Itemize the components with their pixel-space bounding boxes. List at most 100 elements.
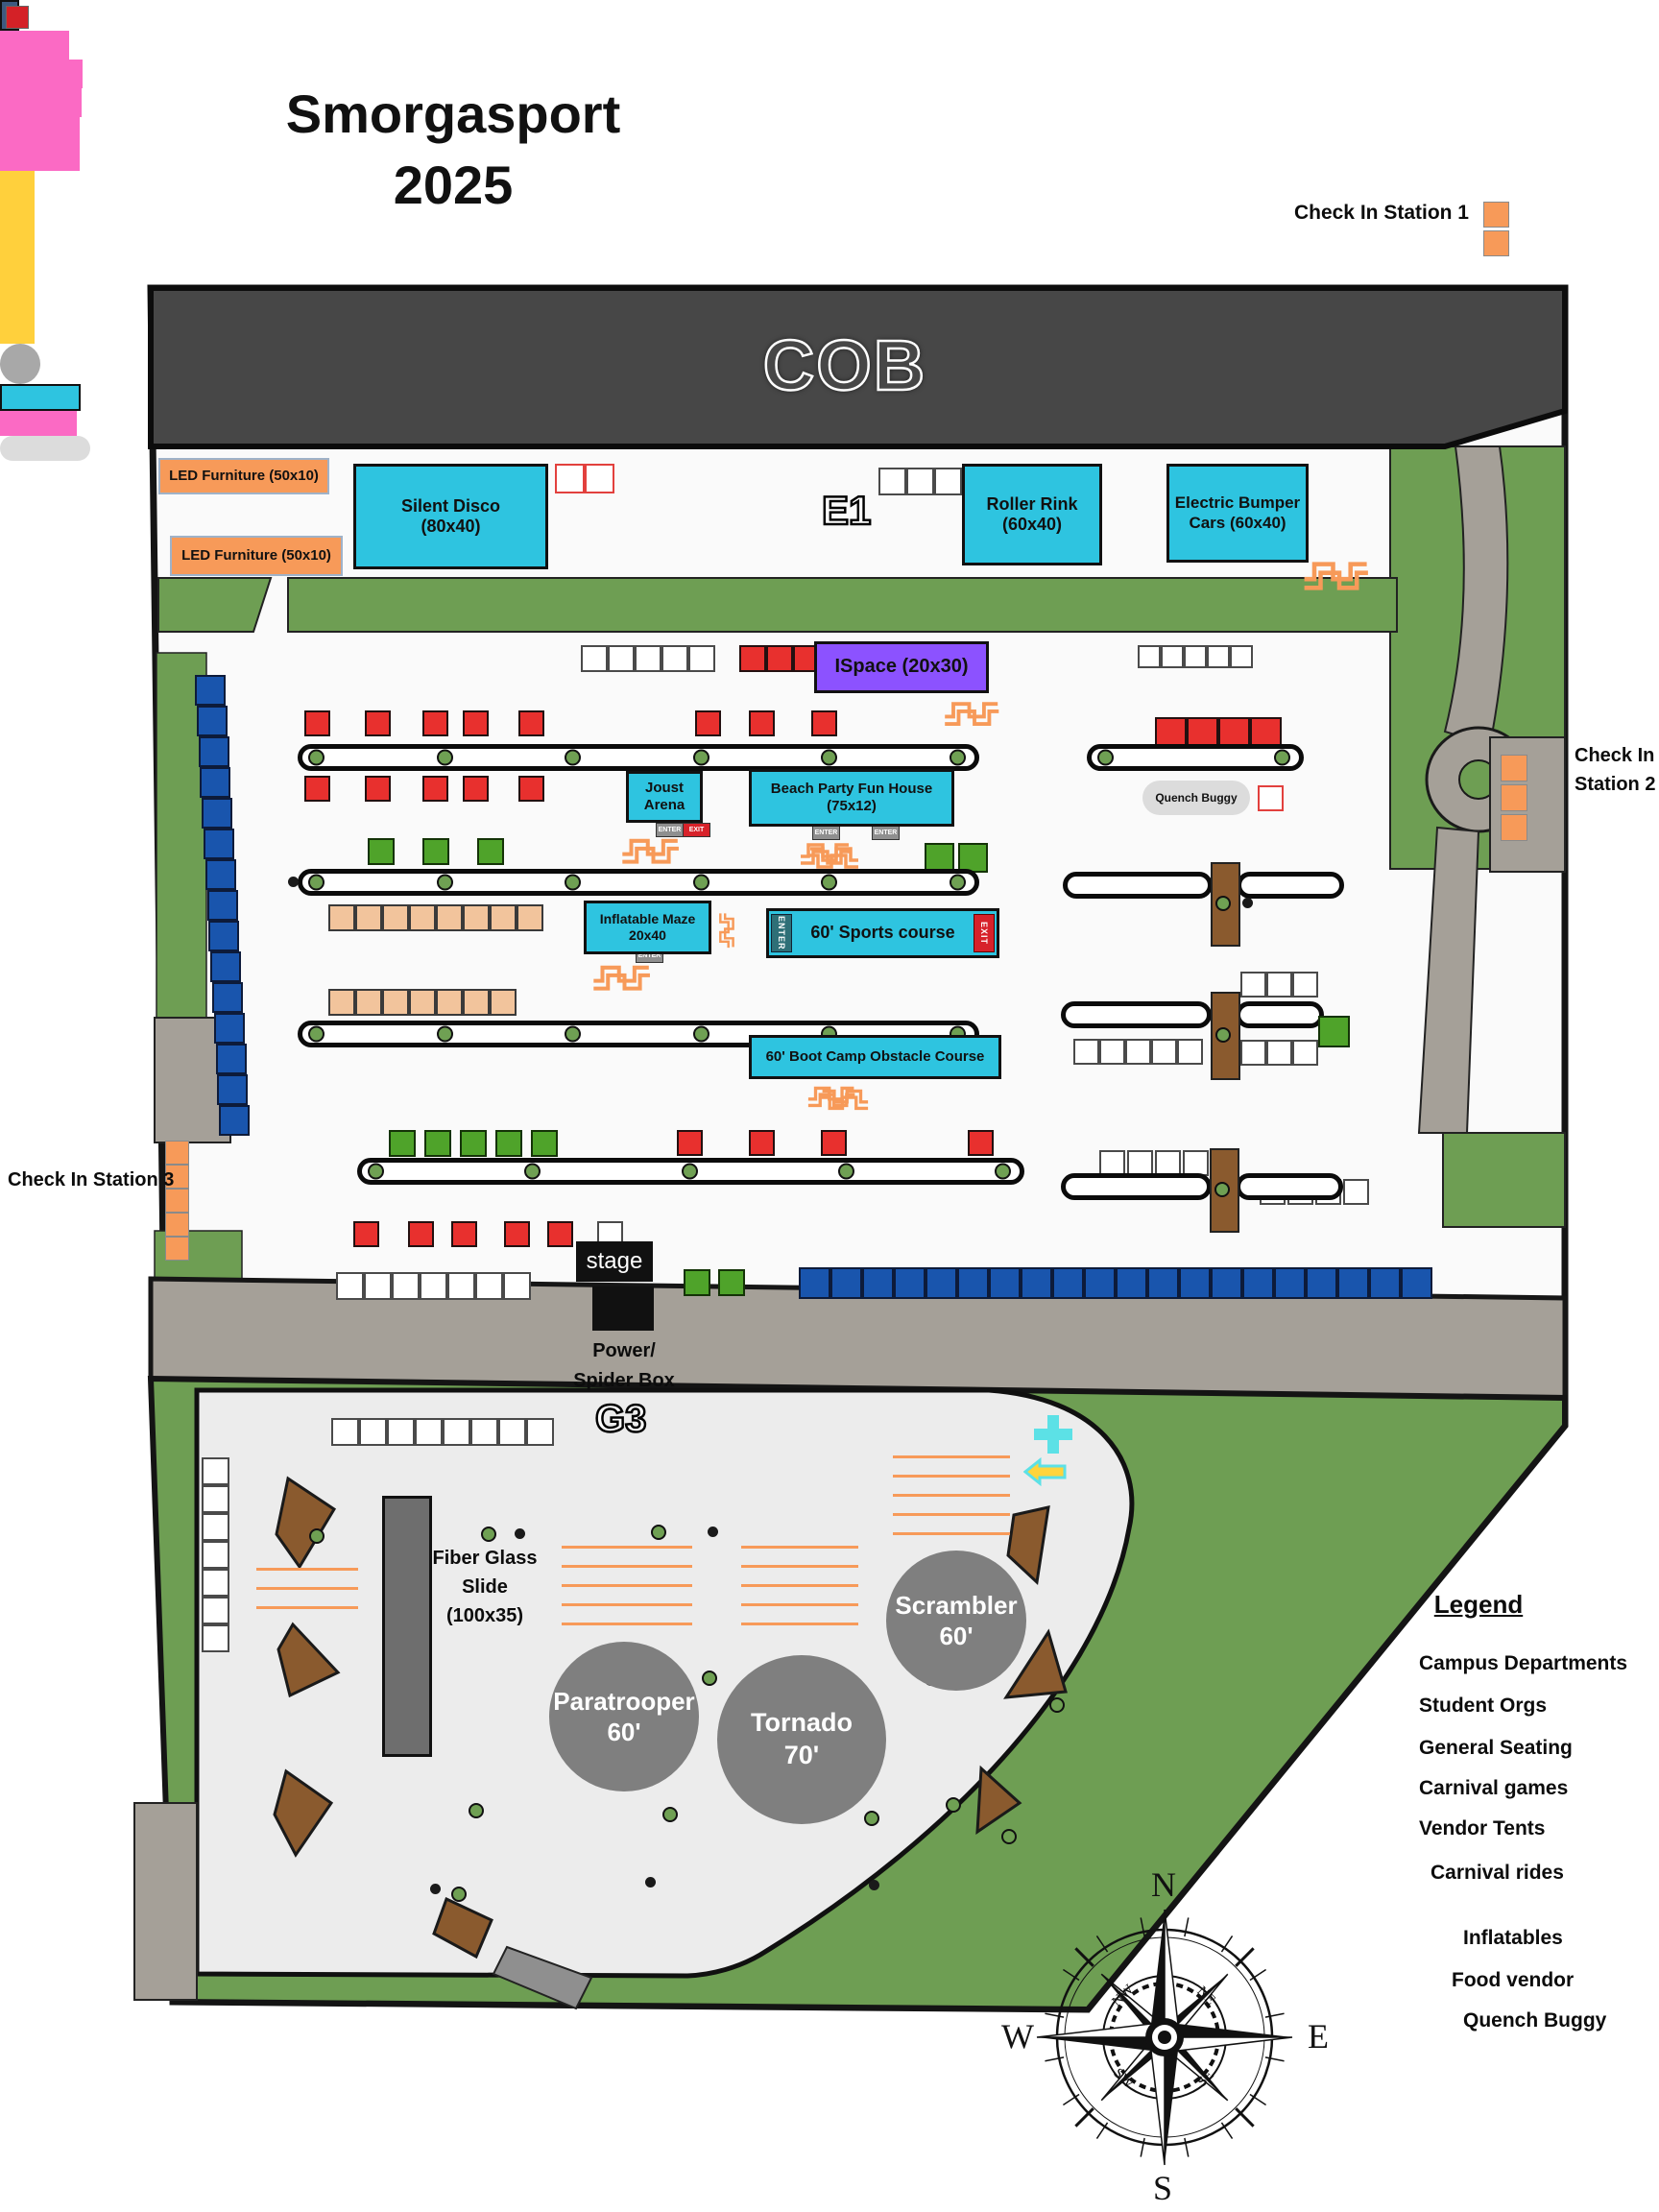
fiber-glass-slide xyxy=(382,1496,432,1757)
games-bottom-row-square xyxy=(1401,1267,1432,1299)
checkin3-squares-square xyxy=(165,1141,189,1165)
games-left-column-square xyxy=(217,1074,249,1105)
checkin3-squares-square xyxy=(165,1213,189,1237)
tree-1 xyxy=(275,1476,337,1570)
slide-label-line3: (100x35) xyxy=(445,1605,524,1626)
vendor-row-3-square xyxy=(821,1130,847,1156)
games-bottom-row-square xyxy=(1306,1267,1337,1299)
led-furniture-1: LED Furniture (50x10) xyxy=(158,458,329,494)
legend-swatch-color xyxy=(6,6,29,29)
org-row-1-square xyxy=(328,904,355,931)
page-title-line1: Smorgasport xyxy=(285,84,621,144)
food-vendor-tent xyxy=(0,117,80,144)
page-title-line2: 2025 xyxy=(393,154,514,215)
games-bottom-row-square xyxy=(1084,1267,1116,1299)
games-bottom-row-square xyxy=(926,1267,957,1299)
power-spider-box xyxy=(592,1286,654,1331)
joust-arena-label: Arena xyxy=(643,797,685,813)
legend-swatch-8 xyxy=(0,436,90,461)
power-spider-label: Power/ Spider Box xyxy=(533,1336,715,1396)
inflatable-maze-label: Inflatable Maze xyxy=(599,911,696,927)
compass-south-label: S xyxy=(1153,2169,1173,2207)
path-bottom-left xyxy=(133,1802,198,2001)
vendor-row-4-square xyxy=(547,1221,573,1247)
tree-dot xyxy=(451,1887,467,1902)
silent-disco-label: Silent Disco xyxy=(400,495,501,516)
dept-row-2-square xyxy=(389,1130,416,1157)
seats-row-c-right-square xyxy=(1184,645,1207,668)
planter xyxy=(1211,992,1240,1080)
exit-tab: EXIT xyxy=(974,914,995,952)
grass-right-mid xyxy=(1442,1132,1566,1228)
seats-bottom-square xyxy=(364,1272,392,1300)
seats-right-5-square xyxy=(1343,1179,1369,1205)
checkin3-squares-square xyxy=(165,1189,189,1213)
fiber-glass-slide-label: Fiber Glass Slide (100x35) xyxy=(413,1544,557,1630)
games-left-column-square xyxy=(215,1044,247,1074)
scrambler-label: Scrambler xyxy=(895,1590,1018,1620)
games-bottom-row-square xyxy=(799,1267,830,1299)
dept-pair-stage-square xyxy=(684,1269,710,1296)
games-bottom-row-square xyxy=(1274,1267,1306,1299)
g3-zone-label: G3 xyxy=(594,1397,648,1442)
tree-4 xyxy=(1006,1505,1050,1586)
g3-seats-column-square xyxy=(202,1457,229,1485)
dept-pair-stage-square xyxy=(718,1269,745,1296)
led-furniture-2: LED Furniture (50x10) xyxy=(170,536,343,576)
legend-swatch-6 xyxy=(0,384,81,411)
org-row-2-square xyxy=(355,989,382,1016)
checkin1-squares-square xyxy=(1483,202,1509,228)
tree-dot xyxy=(308,874,325,891)
vendor-row-1-square xyxy=(749,710,775,736)
tree-dot xyxy=(950,749,966,766)
food-vendor-tent xyxy=(0,88,82,117)
vendor-row-1-square xyxy=(304,710,330,736)
quench-buggy: Quench Buggy xyxy=(1142,781,1250,815)
checkin2-squares-square xyxy=(1501,755,1527,781)
seats-bottom-square xyxy=(503,1272,531,1300)
tree-dot xyxy=(469,1803,484,1818)
boot-camp-course-label: 60' Boot Camp Obstacle Course xyxy=(765,1048,985,1066)
org-row-1-square xyxy=(382,904,409,931)
tree-dot xyxy=(651,1525,666,1540)
red-row-c-square xyxy=(766,645,793,672)
seats-right-3-square xyxy=(1266,1040,1292,1066)
seats-bottom-square xyxy=(475,1272,503,1300)
checkin3-squares-square xyxy=(165,1237,189,1261)
tree-2 xyxy=(276,1622,341,1698)
vendor-row-3-square xyxy=(749,1130,775,1156)
grass-strip-main xyxy=(287,577,1398,633)
checkin2-squares-square xyxy=(1501,814,1527,841)
vendor-row-3-square xyxy=(968,1130,994,1156)
tree-dot xyxy=(864,1811,879,1826)
vendor-row-1-square xyxy=(695,710,721,736)
org-row-1-square xyxy=(463,904,490,931)
seats-row-c-square xyxy=(581,645,608,672)
roller-rink-label: Roller Rink xyxy=(986,493,1078,514)
games-bottom-row-square xyxy=(1369,1267,1401,1299)
tree-dot xyxy=(309,1528,325,1544)
games-left-column-square xyxy=(206,890,238,921)
seats-row-c-right-square xyxy=(1230,645,1253,668)
legend-item-label: Campus Departments xyxy=(1419,1652,1628,1674)
seats-row-c-right-square xyxy=(1207,645,1230,668)
seats-row-c-right-square xyxy=(1138,645,1161,668)
power-label-line2: Spider Box xyxy=(573,1370,675,1391)
vendor-row-2-square xyxy=(518,776,544,802)
games-bottom-row-square xyxy=(894,1267,926,1299)
walkway-table-row xyxy=(1236,1001,1324,1028)
post-dot xyxy=(1242,898,1253,908)
seats-right-2-square xyxy=(1177,1039,1203,1065)
cob-building xyxy=(148,285,1568,449)
tree-dot xyxy=(692,874,709,891)
plus-icon xyxy=(1034,1415,1072,1454)
food-vendor-tent xyxy=(0,31,69,60)
cob-seats-square xyxy=(906,468,934,495)
checkin2-label-line2: Station 2 xyxy=(1575,774,1656,795)
beach-party-fun-house: Beach Party Fun House(75x12) xyxy=(749,769,954,827)
tree-dot xyxy=(436,1025,453,1043)
tree-dot xyxy=(702,1671,717,1686)
stage-label: stage xyxy=(586,1247,643,1274)
